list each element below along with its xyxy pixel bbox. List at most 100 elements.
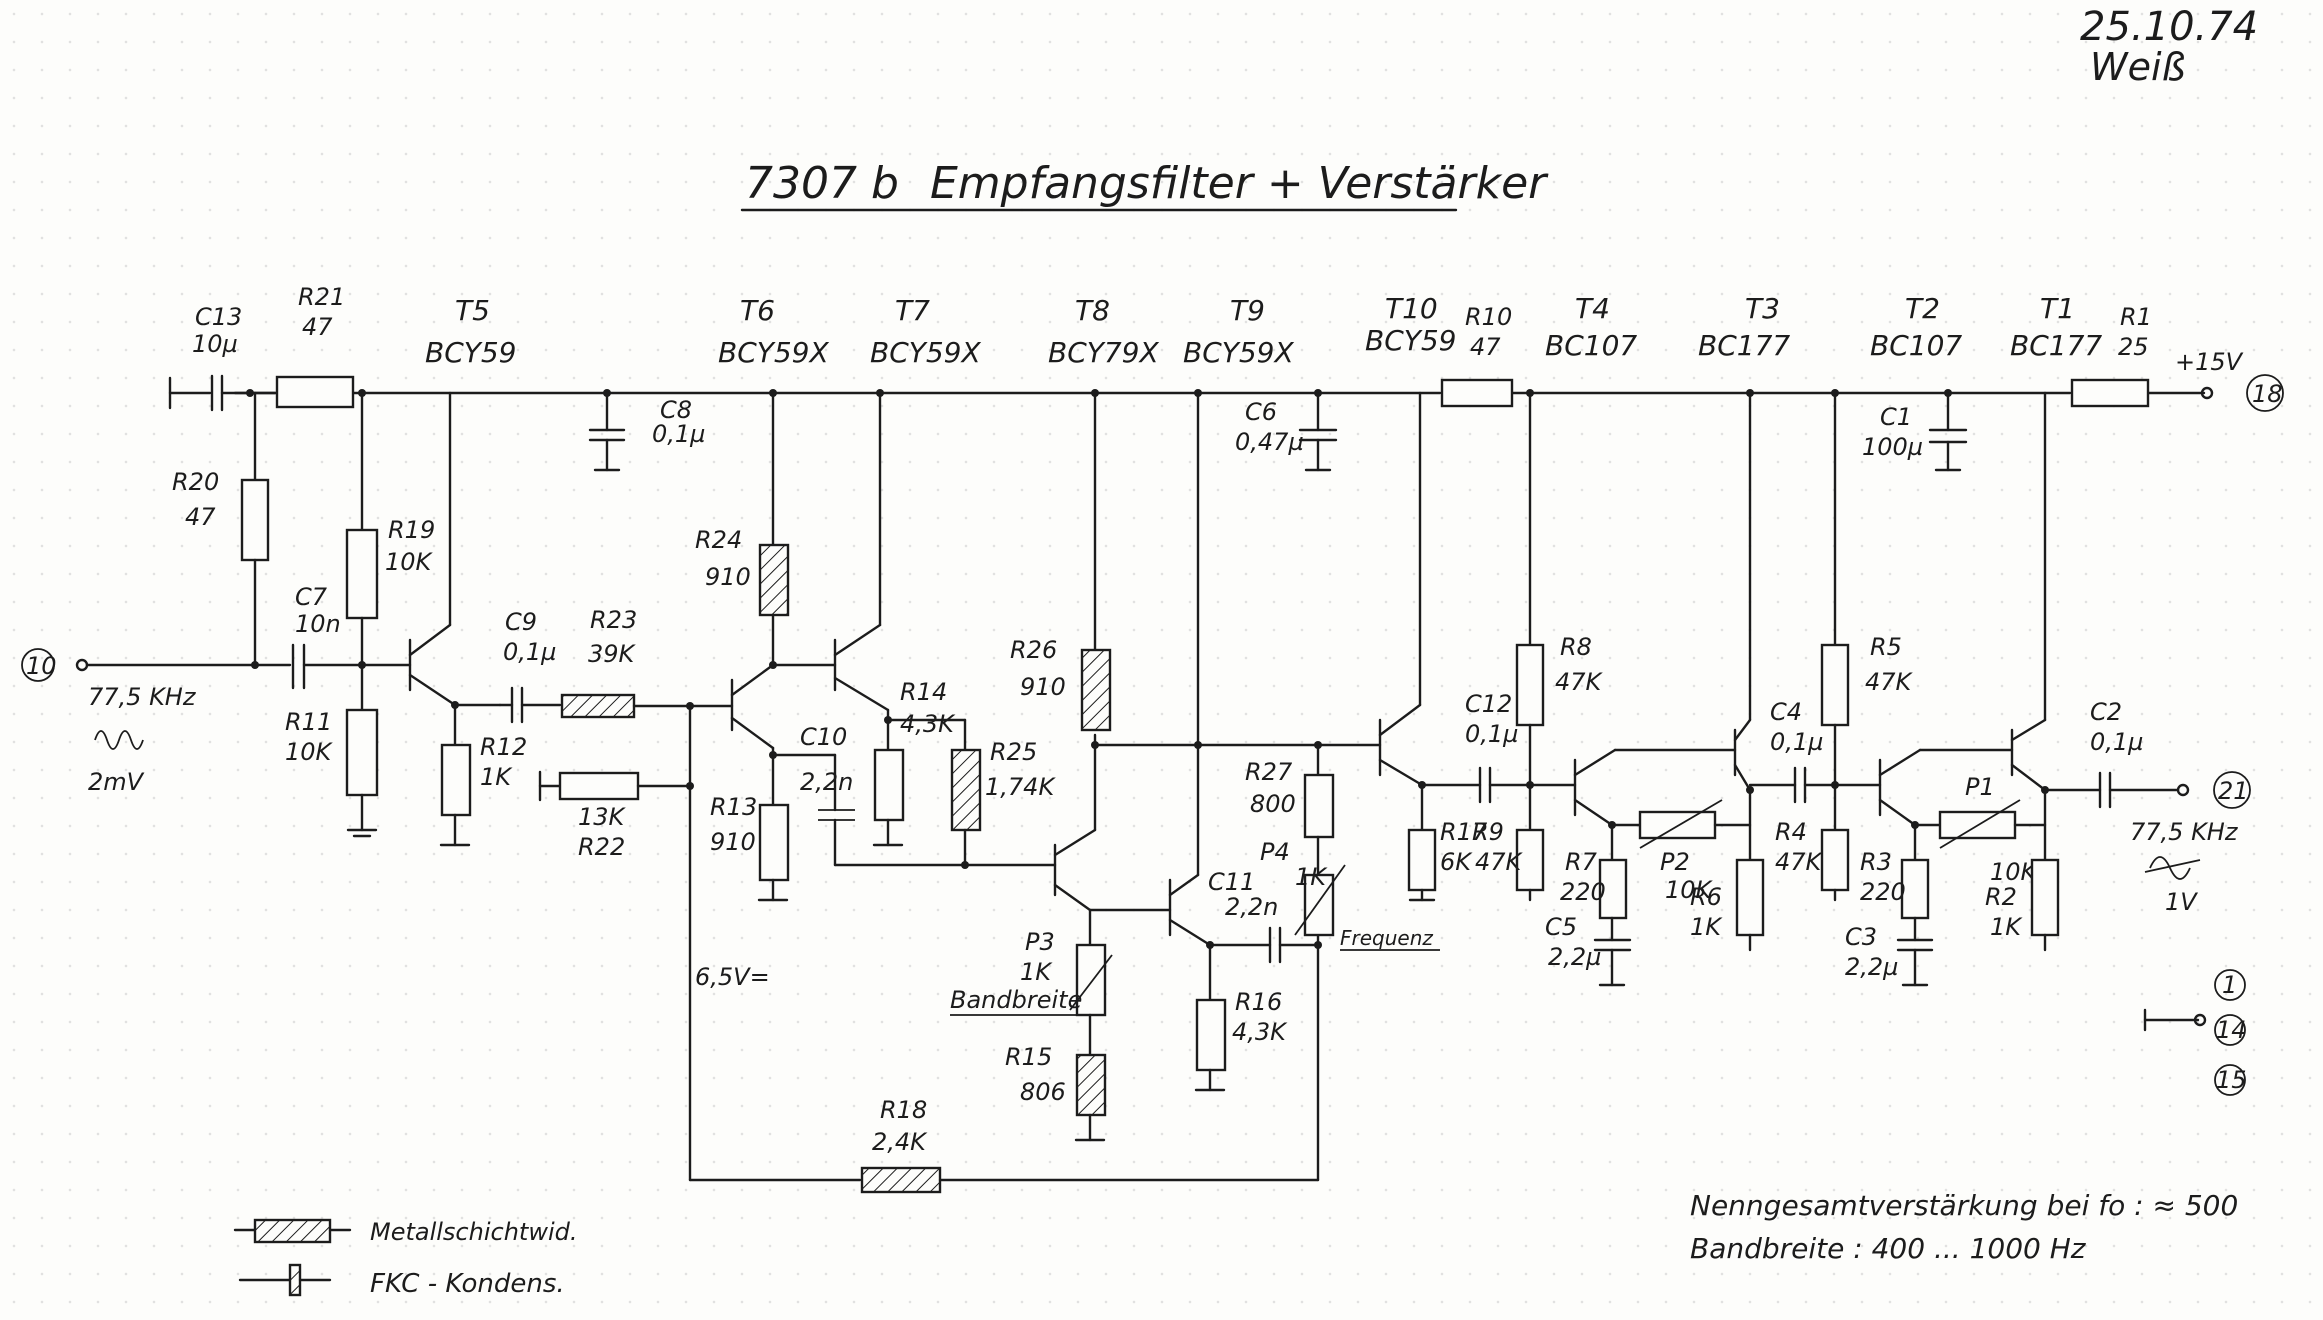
- svg-text:14: 14: [2216, 1016, 2247, 1044]
- resistor-r5: R5 47K: [1820, 391, 1914, 787]
- svg-text:39K: 39K: [588, 640, 637, 668]
- svg-text:BCY59: BCY59: [1365, 324, 1457, 357]
- capacitor-c9: C9 0,1µ: [498, 608, 562, 724]
- svg-text:C7: C7: [295, 583, 328, 611]
- svg-text:Bandbreite: Bandbreite: [950, 986, 1082, 1014]
- transistor-t5: T5 BCY59: [408, 294, 517, 747]
- svg-text:BC177: BC177: [2010, 329, 2102, 362]
- svg-text:P2: P2: [1660, 848, 1690, 876]
- terminal-18-supply: +15V 18: [2175, 348, 2284, 412]
- svg-text:R11: R11: [285, 708, 332, 736]
- svg-text:T7: T7: [895, 294, 930, 327]
- svg-text:77,5 KHz: 77,5 KHz: [2130, 818, 2239, 846]
- svg-text:25: 25: [2118, 333, 2149, 361]
- note-bandwidth: Bandbreite : 400 ... 1000 Hz: [1690, 1232, 2087, 1265]
- svg-text:R10: R10: [1465, 303, 1512, 331]
- svg-text:R26: R26: [1010, 636, 1057, 664]
- svg-text:R6: R6: [1690, 883, 1722, 911]
- svg-text:BC107: BC107: [1545, 329, 1637, 362]
- capacitor-c10: C10 2,2n: [800, 723, 1057, 867]
- svg-text:+15V: +15V: [2175, 348, 2244, 376]
- resistor-r14: R14 4,3K: [872, 678, 956, 847]
- svg-text:7307 b: 7307 b: [745, 158, 899, 209]
- svg-text:806: 806: [1020, 1078, 1066, 1106]
- svg-text:25.10.74: 25.10.74: [2080, 4, 2258, 50]
- svg-text:47K: 47K: [1555, 668, 1604, 696]
- resistor-r10: R10 47: [1440, 303, 1514, 408]
- svg-text:2,4K: 2,4K: [872, 1128, 928, 1156]
- svg-text:T3: T3: [1745, 292, 1780, 325]
- resistor-r8: R8 47K: [1515, 391, 1604, 787]
- capacitor-c7: C7 10n: [291, 583, 412, 690]
- svg-text:C12: C12: [1465, 690, 1512, 718]
- svg-text:0,1µ: 0,1µ: [1770, 728, 1823, 756]
- resistor-r6: R6 1K: [1690, 788, 1765, 952]
- svg-text:R8: R8: [1560, 633, 1592, 661]
- page-title: 7307 b Empfangsfilter + Verstärker: [740, 158, 1549, 212]
- svg-text:2,2n: 2,2n: [800, 768, 853, 796]
- resistor-r26: R26 910: [1010, 636, 1112, 732]
- svg-text:R25: R25: [990, 738, 1037, 766]
- resistor-r22: 13K R22: [538, 770, 692, 861]
- svg-text:Empfangsfilter + Verstärker: Empfangsfilter + Verstärker: [930, 158, 1549, 209]
- svg-text:910: 910: [1020, 673, 1066, 701]
- transistor-t4: T4 BC107: [1545, 292, 1737, 827]
- svg-text:1K: 1K: [1990, 913, 2023, 941]
- svg-text:T2: T2: [1905, 292, 1940, 325]
- svg-text:220: 220: [1560, 878, 1606, 906]
- svg-text:T9: T9: [1230, 294, 1265, 327]
- svg-text:P3: P3: [1025, 928, 1055, 956]
- svg-text:C4: C4: [1770, 698, 1802, 726]
- capacitor-c3: C3 2,2µ: [1845, 923, 1934, 987]
- svg-text:R15: R15: [1005, 1043, 1052, 1071]
- svg-text:T8: T8: [1075, 294, 1110, 327]
- svg-text:BC107: BC107: [1870, 329, 1962, 362]
- terminal-10-input: 10 77,5 KHz 2mV: [21, 648, 292, 796]
- resistor-r7: R7 220: [1560, 823, 1628, 942]
- svg-text:R7: R7: [1565, 848, 1598, 876]
- resistor-r15: R15 806: [1005, 1013, 1107, 1142]
- svg-text:100µ: 100µ: [1862, 433, 1923, 461]
- capacitor-c11: C11 2,2n: [1208, 868, 1320, 964]
- resistor-r21: R21 47: [275, 283, 355, 409]
- svg-text:FKC - Kondens.: FKC - Kondens.: [370, 1269, 565, 1299]
- resistor-r1: R1 25: [2070, 303, 2152, 408]
- capacitor-c2: C2 0,1µ: [2043, 698, 2190, 809]
- svg-text:C2: C2: [2090, 698, 2122, 726]
- capacitor-c1: C1 100µ: [1862, 391, 1968, 472]
- svg-text:220: 220: [1860, 878, 1906, 906]
- svg-text:1K: 1K: [1295, 863, 1328, 891]
- svg-text:6K: 6K: [1440, 848, 1473, 876]
- svg-text:T1: T1: [2040, 292, 2075, 325]
- resistor-r3: R3 220: [1860, 823, 1930, 942]
- signature: Weiß: [2090, 45, 2185, 89]
- svg-text:1: 1: [2222, 971, 2237, 999]
- svg-text:R16: R16: [1235, 988, 1282, 1016]
- svg-text:BC177: BC177: [1698, 329, 1790, 362]
- svg-text:T4: T4: [1575, 292, 1610, 325]
- svg-text:0,1µ: 0,1µ: [503, 638, 556, 666]
- svg-text:C13: C13: [195, 303, 242, 331]
- resistor-r4: R4 47K: [1775, 783, 1850, 902]
- svg-text:C1: C1: [1880, 403, 1912, 431]
- terminal-ground-15: 15: [2214, 1064, 2247, 1096]
- svg-text:C6: C6: [1245, 398, 1277, 426]
- svg-text:47: 47: [302, 313, 333, 341]
- resistor-r24: R24 910: [695, 526, 790, 667]
- transistor-t2: T2 BC107: [1870, 292, 2014, 827]
- svg-text:1K: 1K: [1020, 958, 1053, 986]
- svg-text:R27: R27: [1245, 758, 1293, 786]
- svg-text:2,2n: 2,2n: [1225, 893, 1278, 921]
- resistor-r23: R23 39K: [560, 606, 692, 719]
- resistor-r16: R16 4,3K: [1194, 943, 1288, 1092]
- potentiometer-p1: P1 10K: [1913, 773, 2047, 886]
- svg-text:C9: C9: [505, 608, 537, 636]
- resistor-r12: R12 1K: [439, 703, 527, 847]
- svg-text:15: 15: [2216, 1066, 2247, 1094]
- svg-text:1K: 1K: [480, 763, 513, 791]
- svg-text:P4: P4: [1260, 838, 1290, 866]
- svg-text:R13: R13: [710, 793, 757, 821]
- header-date: 25.10.74: [2080, 4, 2258, 50]
